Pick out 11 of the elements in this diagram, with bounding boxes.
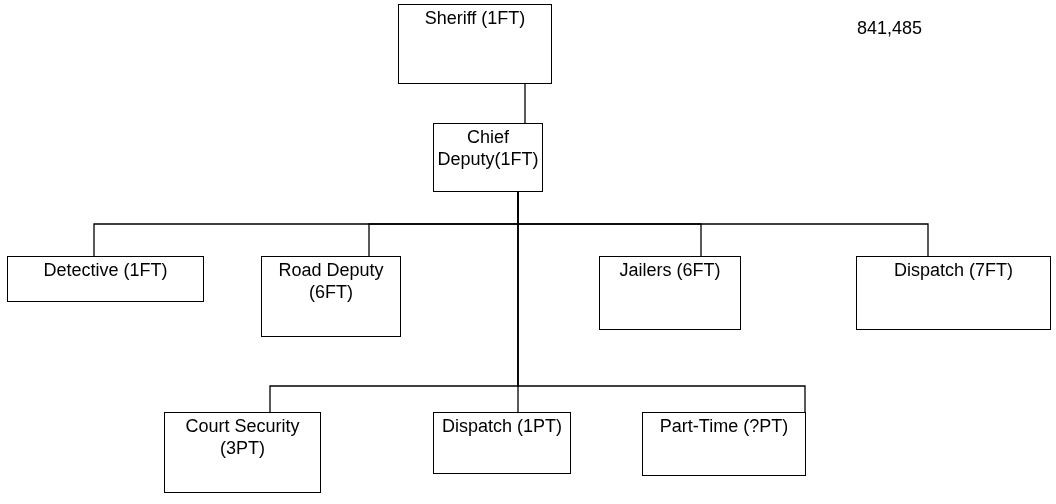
position-box: Part-Time (?PT): [642, 412, 806, 476]
position-box: Sheriff (1FT): [398, 4, 552, 84]
position-box: Chief Deputy(1FT): [433, 123, 543, 192]
position-box: Road Deputy (6FT): [261, 256, 401, 337]
connector-line: [524, 83, 526, 124]
position-box: Court Security (3PT): [164, 412, 321, 493]
position-box: Dispatch (7FT): [856, 256, 1051, 330]
note-text: 841,485: [857, 18, 923, 39]
position-box: Jailers (6FT): [599, 256, 741, 330]
position-box: Detective (1FT): [7, 256, 204, 302]
position-box: Dispatch (1PT): [433, 412, 571, 474]
